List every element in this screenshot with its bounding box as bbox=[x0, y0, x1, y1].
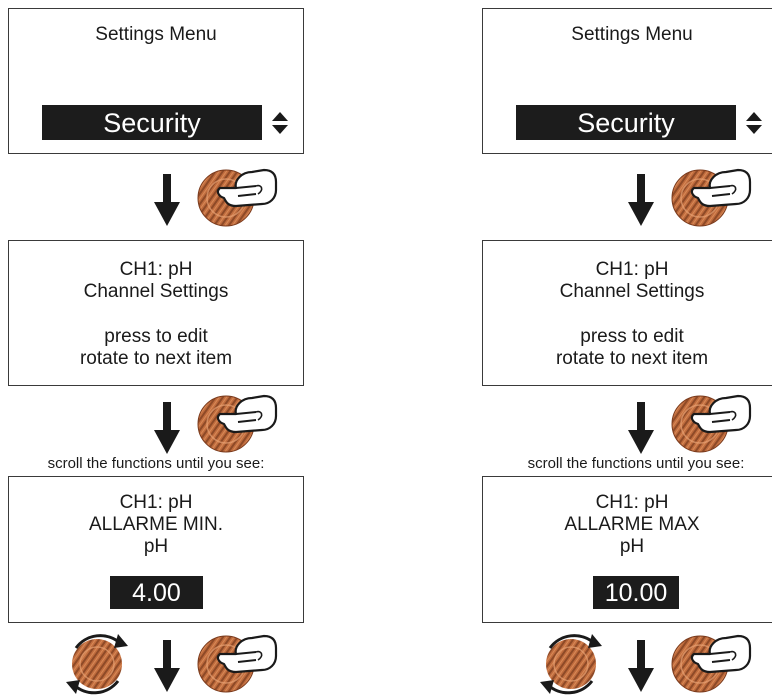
press-knob-icon bbox=[670, 392, 752, 454]
channel-header: CH1: pH Channel Settings bbox=[483, 259, 772, 303]
screen-title: Settings Menu bbox=[95, 24, 217, 45]
unit-label: pH bbox=[619, 536, 645, 557]
channel-label: CH1: pH bbox=[595, 259, 669, 280]
channel-settings-screen: CH1: pH Channel Settings press to edit r… bbox=[482, 240, 772, 386]
rotate-instruction: rotate to next item bbox=[79, 348, 233, 369]
channel-instructions: press to edit rotate to next item bbox=[9, 326, 303, 370]
right-flow-column: Settings Menu Security CH1: pH Channel S… bbox=[482, 0, 772, 699]
down-arrow-icon bbox=[628, 640, 654, 692]
press-knob-icon bbox=[670, 166, 752, 228]
channel-settings-screen: CH1: pH Channel Settings press to edit r… bbox=[8, 240, 304, 386]
alarm-header: CH1: pH ALLARME MAX pH bbox=[483, 492, 772, 558]
alarm-header: CH1: pH ALLARME MIN. pH bbox=[9, 492, 303, 558]
channel-label: CH1: pH bbox=[595, 492, 669, 513]
press-knob-icon bbox=[196, 632, 278, 694]
alarm-max-screen: CH1: pH ALLARME MAX pH 10.00 bbox=[482, 476, 772, 623]
press-instruction: press to edit bbox=[580, 326, 684, 347]
channel-label: CH1: pH bbox=[119, 259, 193, 280]
settings-menu-screen: Settings Menu Security bbox=[482, 8, 772, 154]
down-arrow-icon bbox=[628, 174, 654, 226]
settings-menu-screen: Settings Menu Security bbox=[8, 8, 304, 154]
down-arrow-icon bbox=[154, 640, 180, 692]
channel-header: CH1: pH Channel Settings bbox=[9, 259, 303, 303]
rotate-knob-icon bbox=[536, 628, 606, 700]
press-instruction: press to edit bbox=[104, 326, 208, 347]
alarm-value: 10.00 bbox=[593, 576, 679, 609]
channel-instructions: press to edit rotate to next item bbox=[483, 326, 772, 370]
press-knob-icon bbox=[196, 166, 278, 228]
alarm-value: 4.00 bbox=[110, 576, 203, 609]
channel-settings-label: Channel Settings bbox=[559, 281, 705, 302]
press-knob-icon bbox=[196, 392, 278, 454]
alarm-label: ALLARME MAX bbox=[564, 514, 700, 535]
left-flow-column: Settings Menu Security CH1: pH Channel S… bbox=[8, 0, 308, 699]
channel-settings-label: Channel Settings bbox=[83, 281, 229, 302]
alarm-label: ALLARME MIN. bbox=[88, 514, 224, 535]
down-arrow-icon bbox=[154, 402, 180, 454]
up-down-icon bbox=[745, 111, 763, 135]
screen-title: Settings Menu bbox=[571, 24, 693, 45]
down-arrow-icon bbox=[154, 174, 180, 226]
selected-menu-item: Security bbox=[42, 105, 262, 140]
selected-menu-item: Security bbox=[516, 105, 736, 140]
rotate-instruction: rotate to next item bbox=[555, 348, 709, 369]
channel-label: CH1: pH bbox=[119, 492, 193, 513]
press-knob-icon bbox=[670, 632, 752, 694]
up-down-icon bbox=[271, 111, 289, 135]
alarm-min-screen: CH1: pH ALLARME MIN. pH 4.00 bbox=[8, 476, 304, 623]
scroll-instruction: scroll the functions until you see: bbox=[527, 455, 745, 472]
down-arrow-icon bbox=[628, 402, 654, 454]
unit-label: pH bbox=[143, 536, 169, 557]
rotate-knob-icon bbox=[62, 628, 132, 700]
scroll-instruction: scroll the functions until you see: bbox=[47, 455, 265, 472]
